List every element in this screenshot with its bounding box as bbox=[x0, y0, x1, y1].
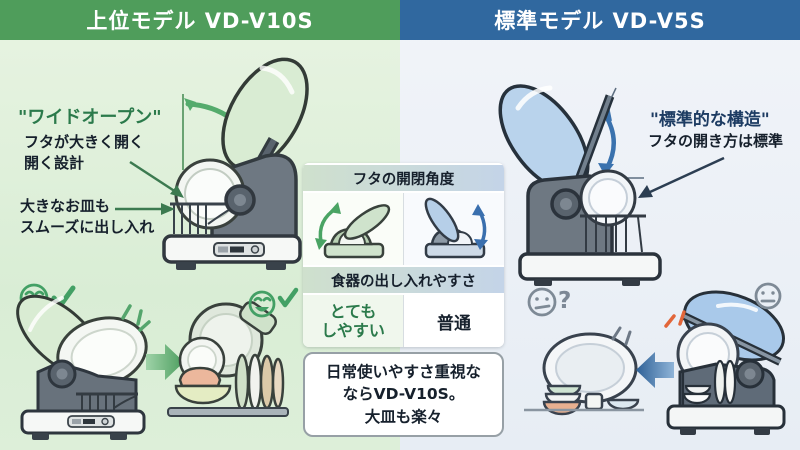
foot-left bbox=[176, 262, 196, 270]
question-mark: ? bbox=[558, 288, 572, 314]
plate-in-basket bbox=[579, 169, 637, 227]
summary-line3: 大皿も楽々 bbox=[364, 407, 443, 426]
standard-structure-callout: "標準的な構造" bbox=[650, 110, 770, 130]
feature1-pointer-arrow-icon bbox=[129, 160, 184, 198]
sparkle-icon bbox=[121, 304, 151, 332]
standard-usage-illustration bbox=[524, 282, 786, 435]
neutral-face-icon bbox=[527, 287, 557, 317]
premium-feature2-line1: 大きなお皿も bbox=[20, 197, 111, 215]
wide-open-callout: "ワイドオープン" bbox=[18, 107, 162, 128]
flow-arrow-left-icon bbox=[636, 352, 674, 388]
mini-blue-angle-arrow-icon bbox=[472, 204, 488, 250]
ease-row-title: 食器の出し入れやすさ bbox=[303, 265, 504, 295]
foot-left bbox=[534, 279, 552, 286]
alert-sparkle-icon bbox=[664, 310, 686, 328]
ease-ratings: とても しやすい 普通 bbox=[303, 295, 504, 347]
standard-pointer-arrow-icon bbox=[638, 156, 725, 198]
standard-ease-rating: 普通 bbox=[404, 295, 504, 347]
premium-feature1-line2: 開く設計 bbox=[24, 154, 85, 172]
premium-appliance-open-illustration bbox=[162, 57, 309, 270]
happy-face-icon bbox=[248, 290, 276, 318]
sparkle-icon bbox=[611, 326, 632, 346]
check-icon bbox=[277, 287, 299, 308]
premium-rating-line2: しやすい bbox=[321, 321, 385, 340]
premium-feature2: 大きなお皿も スムーズに出し入れ bbox=[20, 196, 154, 238]
appliance-base bbox=[518, 252, 662, 281]
standard-model-title: 標準モデル VD-V5S bbox=[494, 9, 706, 33]
premium-ease-rating: とても しやすい bbox=[303, 295, 404, 347]
feature2-pointer-arrow-icon bbox=[115, 203, 175, 215]
premium-lid-open-wide bbox=[221, 57, 309, 171]
mini-green-angle-arrow-icon bbox=[315, 202, 341, 250]
premium-feature1: フタが大きく開く 開く設計 bbox=[24, 132, 144, 174]
premium-model-header: 上位モデル VD-V10S bbox=[0, 0, 400, 40]
summary-card: 日常使いやすさ重視な ならVD-V10S。 大皿も楽々 bbox=[303, 352, 504, 437]
premium-feature1-line1: フタが大きく開く bbox=[24, 133, 145, 151]
clean-dishes-set bbox=[167, 300, 289, 417]
standard-appliance-plate-squeezed bbox=[664, 290, 786, 435]
control-panel bbox=[213, 242, 265, 257]
premium-mini-dryer-icon bbox=[315, 202, 391, 259]
summary-line2: ならVD-V10S。 bbox=[342, 385, 465, 404]
standard-appliance-open-illustration bbox=[498, 84, 662, 286]
comparison-panel: フタの開閉角度 bbox=[303, 163, 504, 347]
wire-basket bbox=[170, 202, 233, 234]
wire-basket bbox=[580, 214, 646, 253]
dish-pile bbox=[524, 326, 644, 416]
foot-right bbox=[622, 279, 640, 286]
standard-model-header: 標準モデル VD-V5S bbox=[400, 0, 800, 40]
lid-angle-diagrams bbox=[303, 193, 504, 265]
lid-angle-row-title: フタの開閉角度 bbox=[303, 163, 504, 193]
standard-mini-dryer-icon bbox=[424, 197, 488, 259]
lid-hinge bbox=[550, 188, 582, 220]
flow-arrow-right-icon bbox=[146, 344, 184, 380]
neutral-face-icon bbox=[754, 282, 782, 310]
foot-right bbox=[266, 262, 286, 270]
summary-line1: 日常使いやすさ重視な bbox=[325, 362, 481, 381]
premium-feature2-line2: スムーズに出し入れ bbox=[20, 218, 155, 236]
standard-feature: フタの開き方は標準 bbox=[648, 132, 784, 150]
premium-lid-angle-cell bbox=[303, 193, 404, 265]
premium-usage-illustration bbox=[16, 283, 299, 440]
lid-hinge bbox=[224, 184, 256, 216]
premium-rating-line1: とても bbox=[329, 301, 377, 321]
premium-model-title: 上位モデル VD-V10S bbox=[86, 9, 314, 33]
standard-lid-angle-cell bbox=[404, 193, 504, 265]
premium-appliance-plate-out bbox=[16, 294, 151, 440]
